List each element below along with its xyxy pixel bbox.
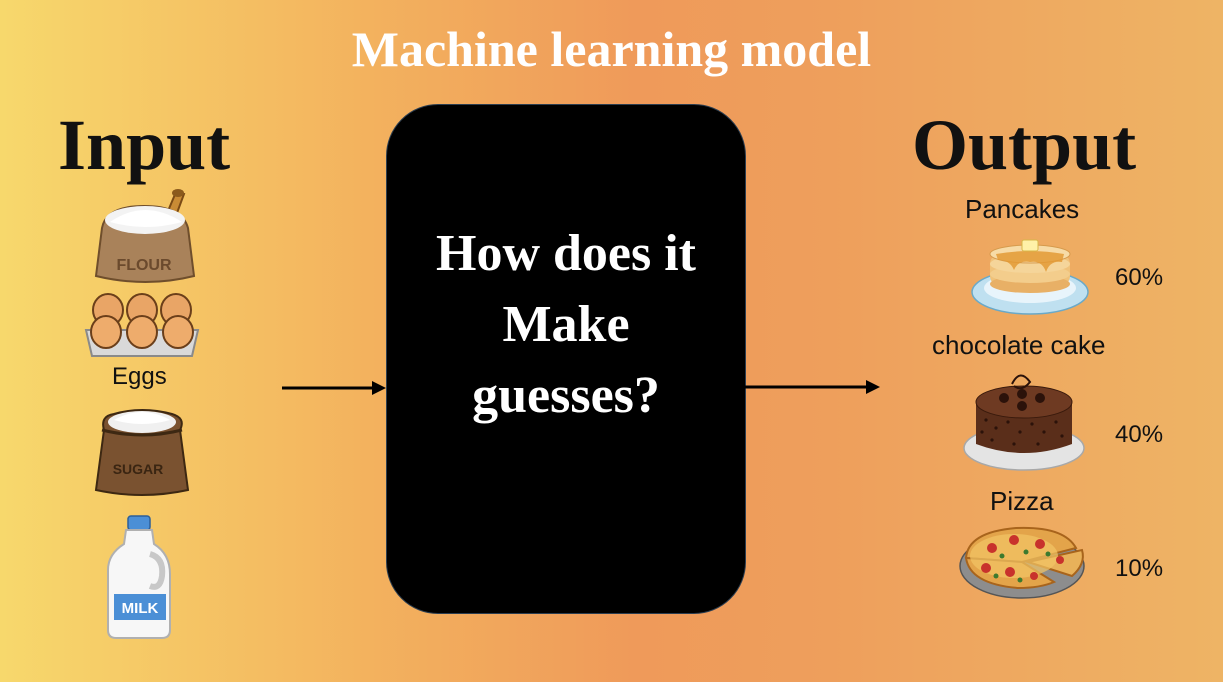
flour-text: FLOUR [116, 257, 172, 274]
flour-sack-icon: FLOUR [94, 189, 196, 283]
input-arrow [282, 381, 386, 395]
sugar-sack-icon: SUGAR [94, 409, 190, 496]
pancakes-icon [971, 239, 1089, 315]
milk-text: MILK [122, 600, 159, 617]
input-heading: Input [58, 105, 231, 185]
milk-jug-icon: MILK [107, 515, 171, 639]
chocolate-cake-percent: 40% [1115, 421, 1164, 448]
eggs-carton-icon [84, 293, 200, 357]
chocolate-cake-icon [963, 374, 1085, 471]
output-heading: Output [912, 105, 1137, 185]
pizza-label: Pizza [990, 486, 1054, 516]
output-arrow [744, 380, 880, 394]
pizza-icon [959, 526, 1085, 599]
question-line-2: Make [502, 295, 630, 353]
question-line-3: guesses? [472, 366, 660, 424]
model-question: How does it Make guesses? [406, 218, 726, 431]
pancakes-percent: 60% [1115, 264, 1164, 291]
pizza-percent: 10% [1115, 555, 1164, 582]
eggs-label: Eggs [112, 363, 167, 390]
diagram-title: Machine learning model [351, 21, 872, 77]
chocolate-cake-label: chocolate cake [932, 330, 1106, 360]
model-black-box: How does it Make guesses? [386, 104, 746, 614]
pancakes-label: Pancakes [965, 194, 1080, 224]
sugar-text: SUGAR [113, 461, 164, 477]
question-line-1: How does it [436, 224, 696, 282]
